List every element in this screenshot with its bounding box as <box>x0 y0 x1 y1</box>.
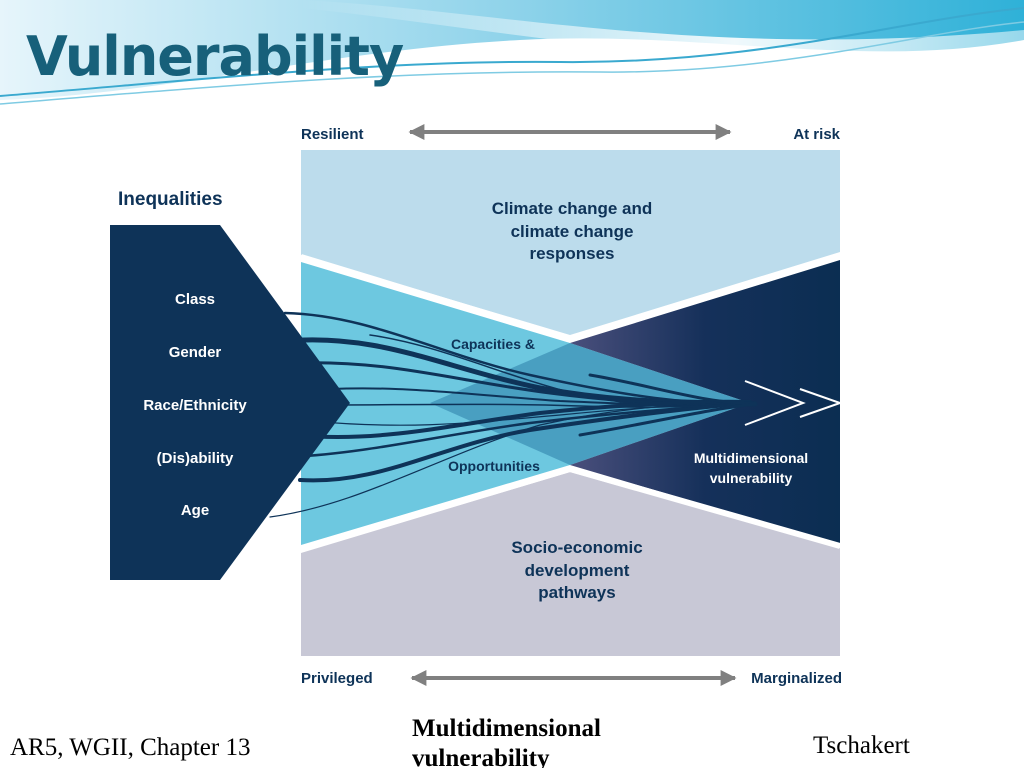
svg-text:Multidimensional: Multidimensional <box>694 450 808 466</box>
climate-change-text: Climate change and climate change respon… <box>492 199 653 263</box>
svg-text:development: development <box>525 561 630 580</box>
footer-author: Tschakert <box>813 732 910 759</box>
inequality-flow-lines <box>269 311 758 518</box>
inequality-class: Class <box>175 291 215 308</box>
socio-economic-region <box>301 472 840 656</box>
svg-text:pathways: pathways <box>538 583 615 602</box>
svg-text:Climate change and: Climate change and <box>492 199 653 218</box>
inequalities-list: Class Gender Race/Ethnicity (Dis)ability… <box>143 291 247 519</box>
outcome-chevrons <box>744 380 844 426</box>
climate-change-region <box>301 150 840 335</box>
marginalized-label: Marginalized <box>751 670 842 687</box>
svg-text:climate change: climate change <box>511 222 634 241</box>
header-wave-decoration <box>0 0 1024 105</box>
vulnerability-wedge <box>570 260 840 545</box>
privileged-label: Privileged <box>301 670 373 687</box>
svg-text:Socio-economic: Socio-economic <box>511 538 642 557</box>
inequality-disability: (Dis)ability <box>157 450 234 467</box>
footer-source: AR5, WGII, Chapter 13 <box>10 734 251 761</box>
vulnerability-diagram: Resilient At risk Privileged Marginalize… <box>110 105 890 705</box>
footer-caption: Multidimensional vulnerability <box>412 715 601 768</box>
resilient-label: Resilient <box>301 126 364 143</box>
inequality-race-ethnicity: Race/Ethnicity <box>143 397 247 414</box>
inequality-gender: Gender <box>169 344 222 361</box>
inequalities-heading: Inequalities <box>118 189 223 210</box>
at-risk-label: At risk <box>793 126 840 143</box>
inequalities-block <box>110 225 350 580</box>
slide-title: Vulnerability <box>26 25 404 88</box>
opportunities-label: Opportunities <box>448 458 540 474</box>
outcome-text: Multidimensional vulnerability <box>694 450 808 486</box>
capacities-label: Capacities & <box>451 336 535 352</box>
socio-economic-text: Socio-economic development pathways <box>511 538 642 602</box>
svg-text:responses: responses <box>529 244 614 263</box>
svg-text:vulnerability: vulnerability <box>710 470 793 486</box>
inequality-age: Age <box>181 502 209 519</box>
